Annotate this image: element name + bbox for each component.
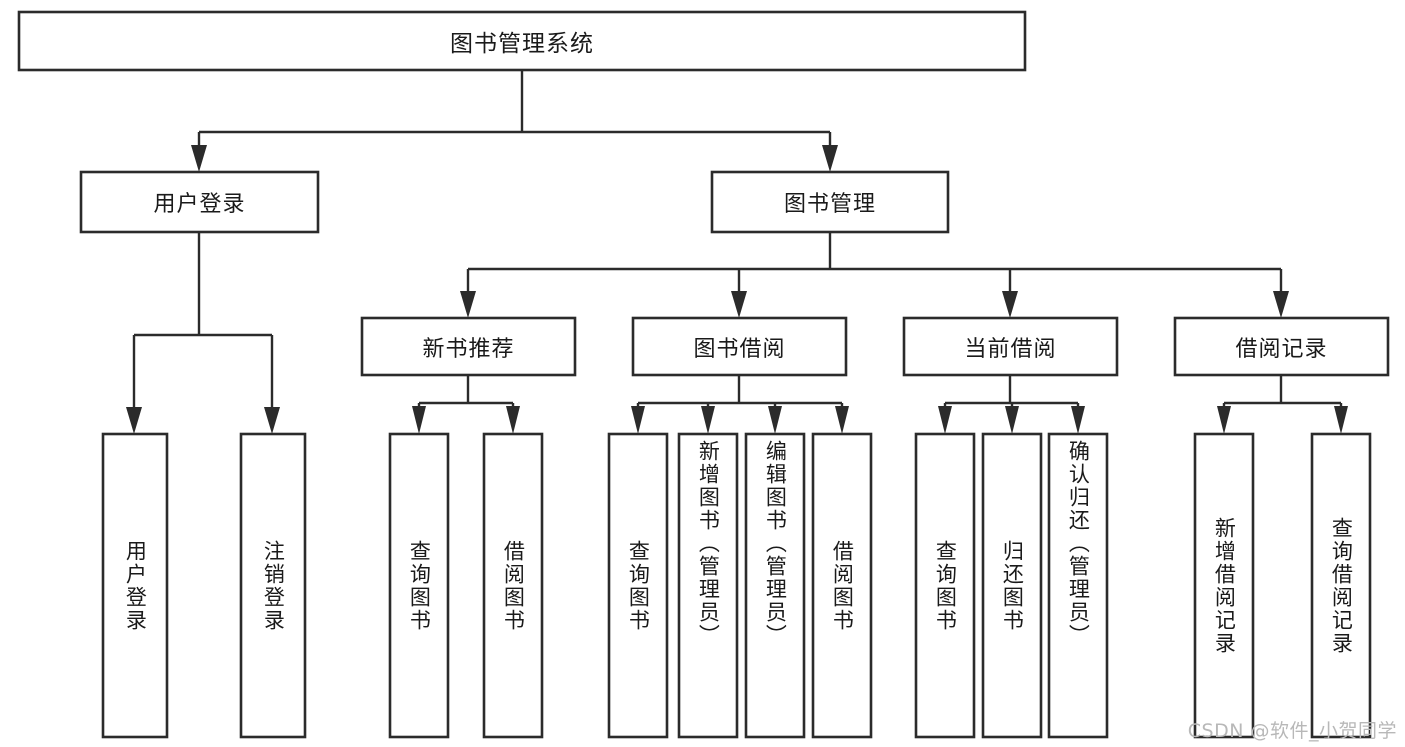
node-box-leaf-query-book-1[interactable] <box>388 432 450 739</box>
connector-group-book-borrow <box>631 375 849 434</box>
connector-group-user-login <box>126 232 280 434</box>
node-box-leaf-edit-book-admin[interactable] <box>744 432 806 739</box>
node-box-leaf-borrow-book-1[interactable] <box>482 432 544 739</box>
csdn-watermark: CSDN @软件_小贺同学 <box>1187 720 1397 742</box>
node-box-leaf-user-login[interactable] <box>101 432 169 739</box>
arrow-head-leaf-query-book-2 <box>631 406 645 434</box>
node-box-leaf-confirm-return-admin[interactable] <box>1047 432 1109 739</box>
node-box-new-book-recommend[interactable] <box>360 316 577 377</box>
arrow-head-leaf-borrow-book-1 <box>506 406 520 434</box>
arrow-head-user-login <box>191 145 207 172</box>
node-box-leaf-add-book-admin[interactable] <box>677 432 739 739</box>
node-box-leaf-query-book-2[interactable] <box>607 432 669 739</box>
arrow-head-leaf-user-login <box>126 407 142 434</box>
arrow-head-book-borrow <box>731 291 747 318</box>
arrow-head-current-borrow <box>1002 291 1018 318</box>
arrow-head-leaf-query-book-1 <box>412 406 426 434</box>
arrow-head-leaf-query-borrow-record <box>1334 406 1348 434</box>
node-box-leaf-add-borrow-record[interactable] <box>1193 432 1255 739</box>
arrow-head-leaf-add-book-admin <box>701 406 715 434</box>
arrow-head-leaf-return-book <box>1005 406 1019 434</box>
connector-group-root <box>191 70 838 172</box>
node-box-leaf-borrow-book-2[interactable] <box>811 432 873 739</box>
node-box-book-manage[interactable] <box>710 170 950 234</box>
arrow-head-new-book-recommend <box>460 291 476 318</box>
connector-group-book-manage <box>460 232 1289 318</box>
node-box-root[interactable] <box>17 10 1027 72</box>
node-box-borrow-record[interactable] <box>1173 316 1390 377</box>
node-box-user-login[interactable] <box>79 170 320 234</box>
arrow-head-leaf-confirm-return-admin <box>1071 406 1085 434</box>
arrow-head-borrow-record <box>1273 291 1289 318</box>
connector-group-borrow-record <box>1217 375 1348 434</box>
arrow-head-leaf-borrow-book-2 <box>835 406 849 434</box>
node-box-book-borrow[interactable] <box>631 316 848 377</box>
node-box-leaf-logout-login[interactable] <box>239 432 307 739</box>
node-box-leaf-query-borrow-record[interactable] <box>1310 432 1372 739</box>
arrow-head-leaf-add-borrow-record <box>1217 406 1231 434</box>
arrow-head-book-manage <box>822 145 838 172</box>
connector-group-current-borrow <box>938 375 1085 434</box>
node-box-current-borrow[interactable] <box>902 316 1119 377</box>
node-box-leaf-return-book[interactable] <box>981 432 1043 739</box>
connector-group-new-book-recommend <box>412 375 520 434</box>
node-box-leaf-query-book-3[interactable] <box>914 432 976 739</box>
arrow-head-leaf-edit-book-admin <box>768 406 782 434</box>
arrow-head-leaf-logout-login <box>264 407 280 434</box>
arrow-head-leaf-query-book-3 <box>938 406 952 434</box>
